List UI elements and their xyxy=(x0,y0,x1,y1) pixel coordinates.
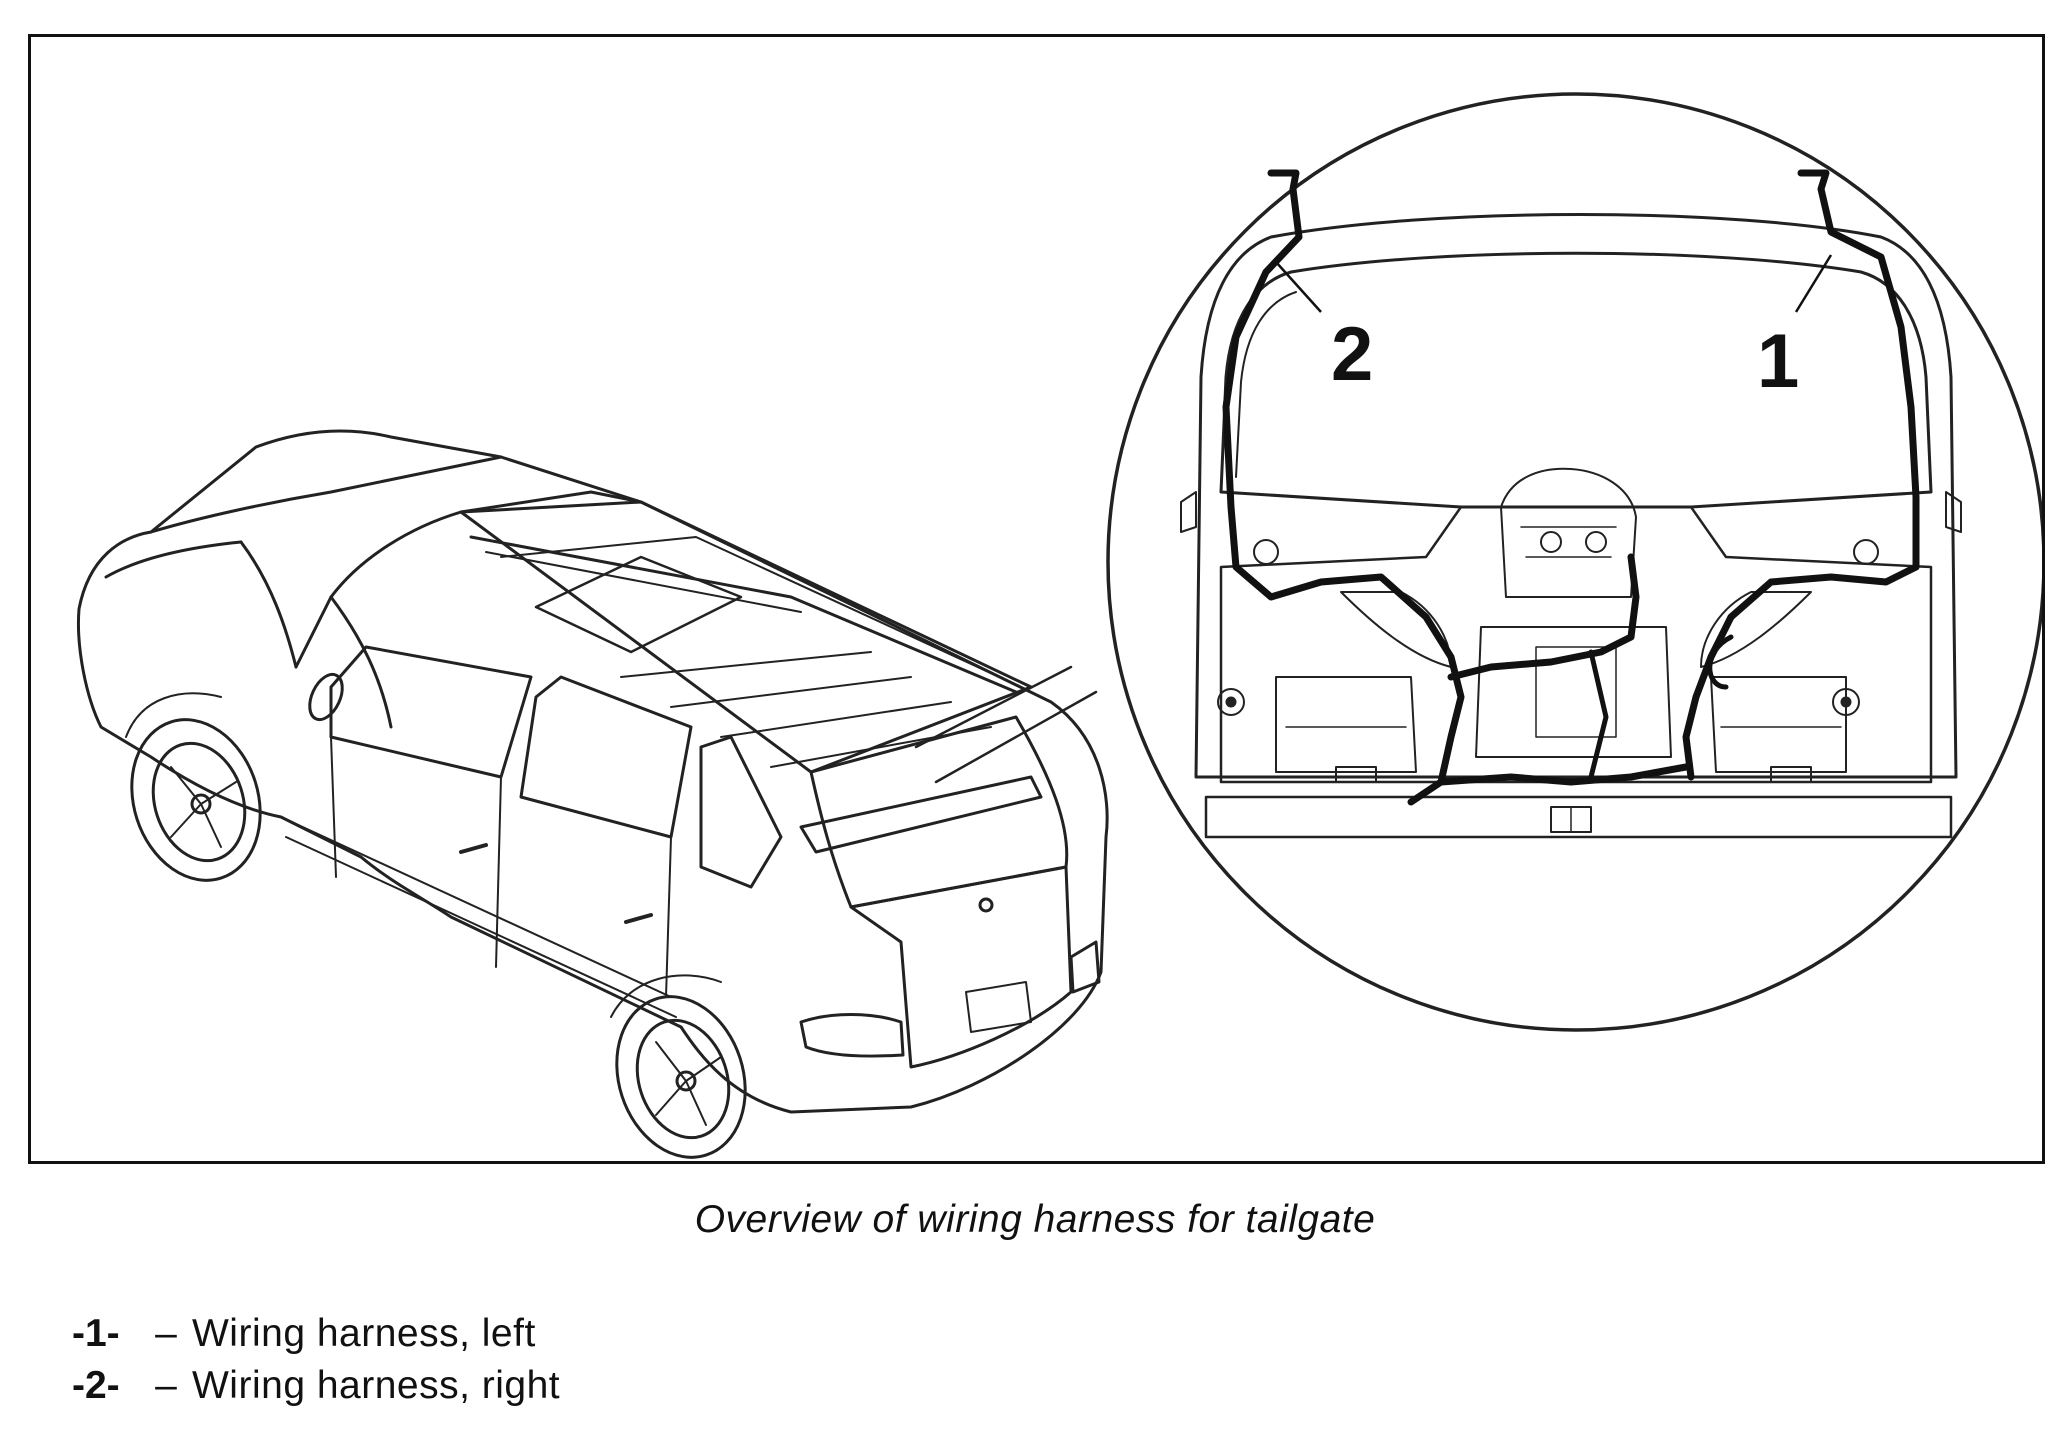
legend-dash: – xyxy=(155,1364,177,1407)
legend-text: Wiring harness, left xyxy=(192,1312,536,1355)
tailgate-detail-view xyxy=(1106,92,2042,1032)
vehicle-drawing xyxy=(77,429,1109,1159)
figure-caption: Overview of wiring harness for tailgate xyxy=(694,1198,1376,1241)
legend: -1- – Wiring harness, left -2- – Wiring … xyxy=(72,1308,560,1412)
callout-1: 1 xyxy=(1757,319,1799,404)
legend-item: -1- – Wiring harness, left xyxy=(72,1308,560,1360)
legend-number: -2- xyxy=(72,1364,120,1407)
figure-frame: 2 1 xyxy=(28,34,2045,1164)
legend-number: -1- xyxy=(72,1312,120,1355)
callout-2: 2 xyxy=(1331,312,1373,397)
legend-text: Wiring harness, right xyxy=(192,1364,561,1407)
wiring-harness-paths xyxy=(1222,169,1920,806)
legend-dash: – xyxy=(155,1312,177,1355)
wiring-diagram: 2 1 xyxy=(77,92,2042,1159)
legend-item: -2- – Wiring harness, right xyxy=(72,1360,560,1412)
